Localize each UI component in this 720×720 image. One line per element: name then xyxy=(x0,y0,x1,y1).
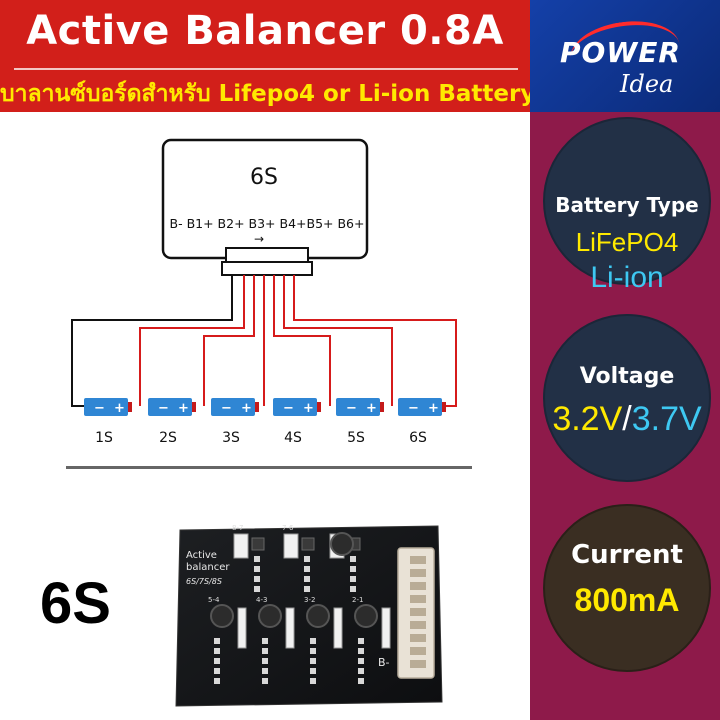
pcb-title-line2: balancer xyxy=(186,562,230,573)
svg-text:−: − xyxy=(158,401,169,416)
wire-b4 xyxy=(273,275,331,406)
svg-text:−: − xyxy=(283,401,294,416)
pcb-pin-label-3: 5-4 xyxy=(208,596,220,604)
pcb-capacitor-4 xyxy=(381,607,391,649)
svg-text:−: − xyxy=(221,401,232,416)
jst-pin-1 xyxy=(410,556,426,564)
pcb-chip-top-2 xyxy=(301,537,315,551)
logo-idea-text: Idea xyxy=(620,70,674,98)
connector-top xyxy=(225,247,309,263)
battery-cell-1: −+1S xyxy=(84,398,132,446)
cell-label-1: 1S xyxy=(95,430,113,446)
pcb-capacitor-top-1 xyxy=(233,533,249,559)
voltage-label: Voltage xyxy=(579,364,675,389)
pcb-variant: 6S/7S/8S xyxy=(186,577,222,586)
svg-text:+: + xyxy=(428,401,439,416)
wiring-diagram: 6S B- B1+ B2+ B3+ B4+B5+ B6+ → −+1S−+2S−… xyxy=(71,138,457,446)
battery-cell-4: −+4S xyxy=(273,398,321,446)
voltage-value: 3.2V/3.7V xyxy=(543,400,711,439)
module-label: 6S xyxy=(250,165,278,190)
title-banner: Active Balancer 0.8A บาลานซ์บอร์ดสำหรับ … xyxy=(0,0,536,112)
svg-text:+: + xyxy=(178,401,189,416)
wire-group xyxy=(139,275,457,407)
pcb-pin-label-5: 3-2 xyxy=(304,596,315,604)
banner-subtitle: บาลานซ์บอร์ดสำหรับ Lifepo4 or Li-ion Bat… xyxy=(0,81,536,107)
cell-label-5: 5S xyxy=(347,430,365,446)
battery-cell-6: −+6S xyxy=(398,398,446,446)
jst-pin-4 xyxy=(410,595,426,603)
wire-b6 xyxy=(293,275,457,407)
pcb-inductor-3 xyxy=(306,604,330,628)
pcb-capacitor-2 xyxy=(285,607,295,649)
cell-label-2: 2S xyxy=(159,430,177,446)
pcb-pin-label-2: 7-6 xyxy=(282,524,294,532)
wire-bminus xyxy=(71,275,233,407)
pin-arrow: → xyxy=(254,232,264,246)
voltage-lifepo4: 3.2V xyxy=(552,400,623,438)
wire-b2 xyxy=(203,275,255,406)
wire-b1 xyxy=(139,275,245,406)
banner-divider xyxy=(14,68,518,70)
pcb-pin-label-1: 8-7 xyxy=(232,524,243,532)
balancer-pcb-photo: Active balancer 6S/7S/8S 8-7 7-6 5-4 4-3 3-2… xyxy=(175,524,443,707)
cell-label-6: 6S xyxy=(409,430,427,446)
battery-cell-2: −+2S xyxy=(148,398,196,446)
pcb-inductor-4 xyxy=(354,604,378,628)
svg-text:−: − xyxy=(94,401,105,416)
pcb-capacitor-1 xyxy=(237,607,247,649)
logo-power-text: POWER xyxy=(560,36,681,69)
pcb-pin-label-6: 2-1 xyxy=(352,596,363,604)
pcb-inductor-top xyxy=(330,532,354,556)
jst-pin-9 xyxy=(410,660,426,668)
current-circle: Current 800mA xyxy=(543,504,711,672)
brand-logo: POWER Idea xyxy=(530,0,720,112)
module-pins: B- B1+ B2+ B3+ B4+B5+ B6+ xyxy=(170,216,365,231)
connector-bottom xyxy=(221,261,313,276)
cell-label-3: 3S xyxy=(222,430,240,446)
jst-pin-7 xyxy=(410,634,426,642)
jst-pin-8 xyxy=(410,647,426,655)
pcb-capacitor-3 xyxy=(333,607,343,649)
current-value: 800mA xyxy=(574,582,680,618)
pcb-title-line1: Active xyxy=(186,550,217,561)
jst-pin-5 xyxy=(410,608,426,616)
section-divider xyxy=(66,466,472,469)
battery-cell-5: −+5S xyxy=(336,398,384,446)
battery-type-circle: Battery Type LiFePO4 Li-ion xyxy=(543,117,711,294)
wire-b5 xyxy=(283,275,393,406)
balancer-module-box xyxy=(161,138,369,260)
svg-text:−: − xyxy=(408,401,419,416)
jst-pin-6 xyxy=(410,621,426,629)
pcb-capacitor-top-2 xyxy=(283,533,299,559)
svg-text:+: + xyxy=(303,401,314,416)
battery-type-label: Battery Type xyxy=(555,193,699,217)
pcb-inductor-2 xyxy=(258,604,282,628)
voltage-liion: 3.7V xyxy=(631,400,702,438)
battery-type-lifepo4: LiFePO4 xyxy=(575,227,679,257)
battery-type-liion: Li-ion xyxy=(590,261,664,294)
battery-cell-3: −+3S xyxy=(211,398,259,446)
svg-text:+: + xyxy=(366,401,377,416)
banner-title: Active Balancer 0.8A xyxy=(26,8,504,54)
jst-pin-2 xyxy=(410,569,426,577)
pcb-pin-label-4: 4-3 xyxy=(256,596,267,604)
current-label: Current xyxy=(571,540,683,570)
voltage-sep: / xyxy=(622,400,632,438)
svg-text:+: + xyxy=(241,401,252,416)
svg-text:+: + xyxy=(114,401,125,416)
pcb-inductor-1 xyxy=(210,604,234,628)
jst-pin-3 xyxy=(410,582,426,590)
product-series-label: 6S xyxy=(40,571,111,636)
cell-label-4: 4S xyxy=(284,430,302,446)
pcb-chip-top-1 xyxy=(251,537,265,551)
svg-text:−: − xyxy=(346,401,357,416)
pcb-bminus-label: B- xyxy=(378,656,390,669)
voltage-circle: Voltage 3.2V/3.7V xyxy=(543,314,711,482)
